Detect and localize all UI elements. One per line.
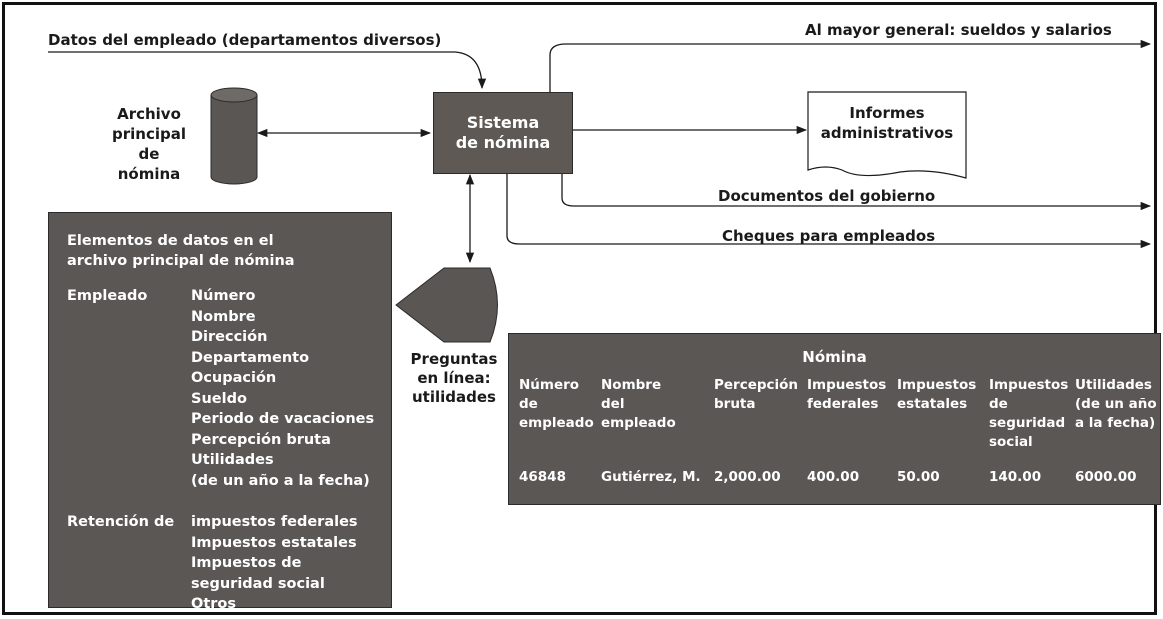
element-item: impuestos federales [191, 514, 358, 530]
employee-items: Número Nombre Dirección Departamento Ocu… [191, 286, 374, 491]
column-header: Impuestos federales [807, 377, 887, 412]
withholding-category: Retención de [67, 514, 175, 530]
master-file-cylinder [210, 87, 258, 185]
table-cell: 50.00 [897, 469, 940, 485]
data-elements-panel: Elementos de datos en el archivo princip… [48, 212, 392, 612]
element-item: Impuestos de [191, 555, 302, 571]
element-item: Número [191, 288, 256, 304]
table-cell: 46848 [519, 469, 566, 485]
payroll-table: Nómina Número de empleado Nombre del emp… [508, 333, 1161, 505]
withholding-items: impuestos federales Impuestos estatales … [191, 512, 358, 615]
payroll-table-title: Nómina [802, 348, 867, 366]
government-flow-arrow [561, 172, 1152, 211]
element-item: Nombre [191, 308, 256, 325]
element-item: Impuestos estatales [191, 534, 357, 551]
element-item: Otros [191, 596, 237, 612]
table-cell: 140.00 [989, 469, 1042, 485]
input-flow-arrow [48, 51, 487, 90]
element-item: Dirección [191, 329, 268, 345]
online-query-display-shape [395, 267, 498, 343]
element-item: Percepción bruta [191, 431, 331, 448]
reports-label: Informes administrativos [820, 104, 954, 142]
column-header: Impuestos estatales [897, 377, 977, 412]
element-item: Utilidades [191, 452, 274, 468]
column-header: Nombre del empleado [601, 377, 676, 431]
checks-flow-arrow [506, 172, 1152, 249]
element-item: Departamento [191, 349, 310, 366]
column-header: Utilidades (de un año a la fecha) [1075, 377, 1157, 431]
table-cell: Gutiérrez, M. [601, 469, 701, 485]
data-elements-title: Elementos de datos en el archivo princip… [67, 233, 295, 269]
element-item: Ocupación [191, 370, 277, 386]
column-header: Número de empleado [519, 377, 594, 431]
ledger-flow-label: Al mayor general: sueldos y salarios [805, 21, 1112, 39]
government-flow-label: Documentos del gobierno [718, 187, 936, 205]
reports-document-shape [807, 91, 967, 179]
element-item: Periodo de vacaciones [191, 411, 375, 427]
checks-flow-label: Cheques para empleados [722, 227, 936, 245]
online-queries-label: Preguntas en línea: utilidades [410, 350, 498, 406]
element-item: Sueldo [191, 390, 247, 407]
employee-category: Empleado [67, 288, 148, 304]
element-item: seguridad social [191, 575, 325, 592]
element-item: (de un año a la fecha) [191, 472, 370, 489]
table-cell: 2,000.00 [714, 469, 781, 485]
column-header: Percepción bruta [714, 377, 799, 412]
table-cell: 400.00 [807, 469, 860, 485]
payroll-system-box: Sistema de nómina [433, 92, 573, 174]
column-header: Impuestos de seguridad social [989, 377, 1069, 450]
ledger-flow-arrow [549, 39, 1152, 92]
master-file-label: Archivo principal de nómina [112, 105, 186, 183]
input-flow-label: Datos del empleado (departamentos divers… [48, 31, 442, 49]
table-cell: 6000.00 [1075, 469, 1137, 485]
